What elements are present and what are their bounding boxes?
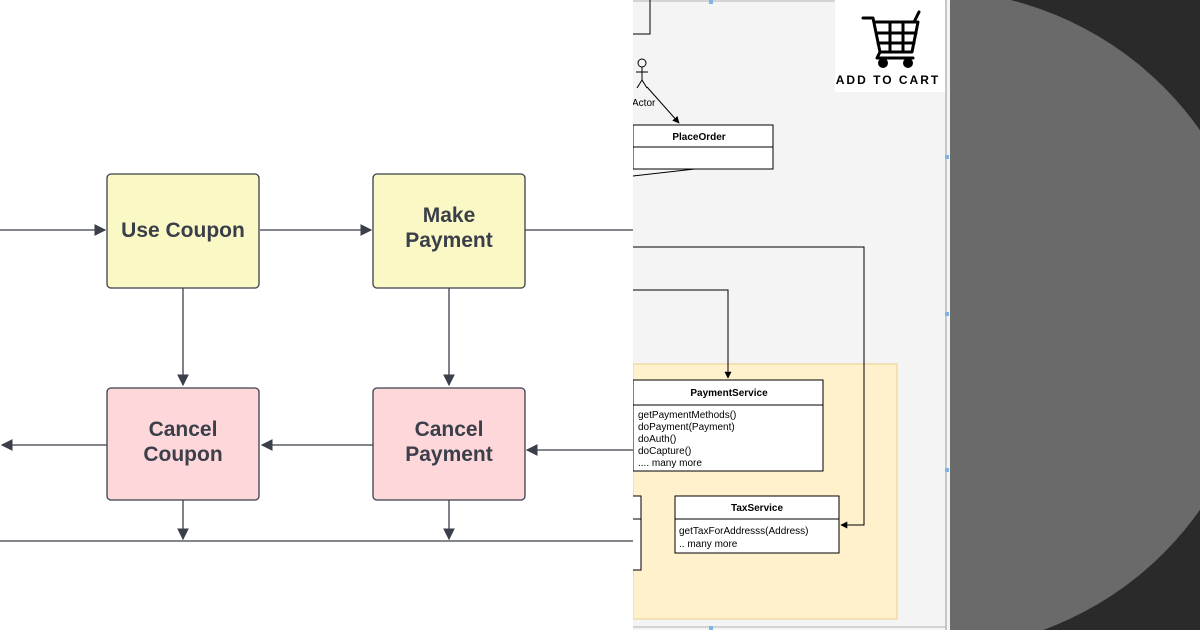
arrow-to-taxservice (633, 246, 865, 529)
taxservice-method: .. many more (679, 539, 738, 550)
selection-handles (709, 0, 949, 630)
paymentservice-method: .... many more (638, 458, 702, 469)
arrow-actor-to-placeorder (646, 86, 680, 124)
actor-label: Actor (633, 98, 656, 109)
paymentservice-method: doAuth() (638, 434, 676, 445)
partial-class-left (633, 495, 642, 571)
add-to-cart-label: ADD TO CART (836, 73, 940, 87)
uml-canvas: Actor PlaceOrder PaymentService getPayme… (633, 0, 949, 630)
node-use-coupon-label: Use Coupon (121, 219, 245, 242)
node-cancel-payment: Cancel Payment (372, 387, 526, 501)
node-make-payment-label-line2: Payment (405, 229, 493, 252)
dark-panel-canvas (950, 0, 1200, 630)
node-cancel-payment-label-line2: Payment (405, 443, 493, 466)
shopping-cart-icon (861, 10, 921, 68)
class-placeorder-title: PlaceOrder (672, 132, 725, 143)
node-make-payment-label-line1: Make (423, 204, 476, 227)
node-cancel-coupon: Cancel Coupon (106, 387, 260, 501)
node-use-coupon: Use Coupon (106, 173, 260, 289)
class-paymentservice: PaymentService getPaymentMethods() doPay… (633, 379, 824, 472)
node-cancel-coupon-label-line2: Coupon (143, 443, 222, 466)
partial-box-top (633, 0, 651, 35)
class-taxservice: TaxService getTaxForAddresss(Address) ..… (674, 495, 840, 554)
arrow-to-paymentservice (633, 289, 732, 379)
class-placeorder: PlaceOrder (633, 124, 774, 170)
paymentservice-method: doCapture() (638, 446, 691, 457)
dark-side-panel (950, 0, 1200, 630)
placeorder-bottom-link (633, 168, 696, 177)
uml-panel: Actor PlaceOrder PaymentService getPayme… (633, 0, 950, 630)
class-paymentservice-title: PaymentService (690, 388, 768, 399)
flowchart-panel: Use Coupon Make Payment Cancel Coupon Ca… (0, 173, 633, 542)
paymentservice-method: getPaymentMethods() (638, 410, 736, 421)
node-cancel-payment-label-line1: Cancel (415, 418, 484, 441)
taxservice-method: getTaxForAddresss(Address) (679, 526, 809, 537)
node-cancel-coupon-label-line1: Cancel (149, 418, 218, 441)
add-to-cart-button[interactable]: ADD TO CART (835, 0, 945, 92)
class-taxservice-title: TaxService (731, 503, 784, 514)
actor-icon (636, 58, 648, 89)
flowchart-canvas: Use Coupon Make Payment Cancel Coupon Ca… (0, 173, 633, 542)
paymentservice-method: doPayment(Payment) (638, 422, 735, 433)
node-make-payment: Make Payment (372, 173, 526, 289)
gray-circle-shape (950, 0, 1200, 630)
